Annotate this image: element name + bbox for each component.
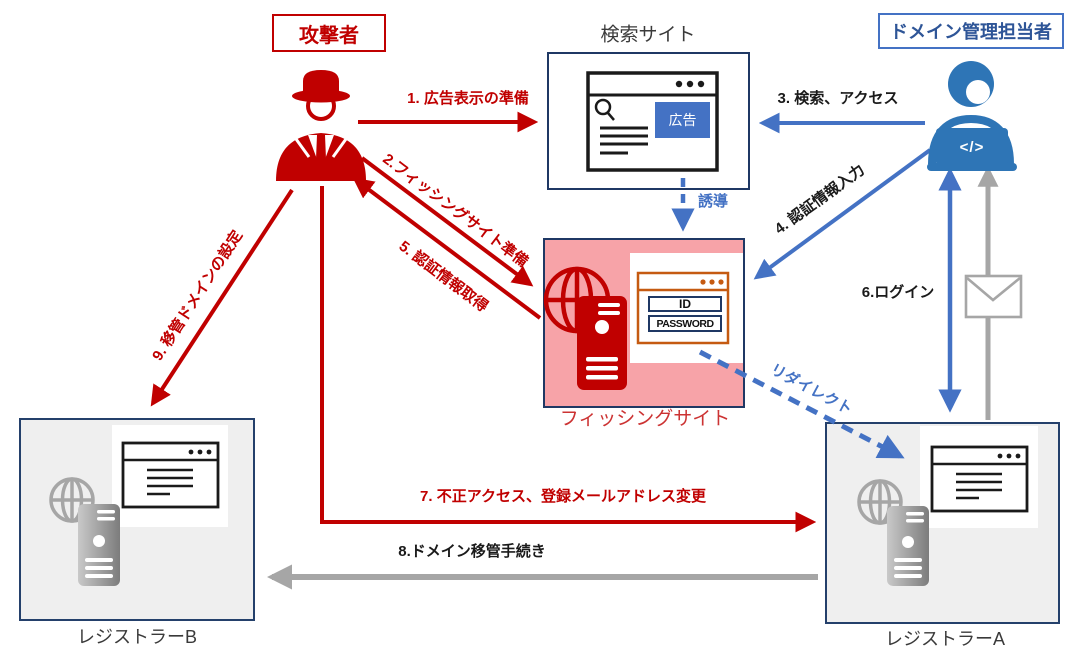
id-field-label: ID [679,297,691,311]
registrar-a-browser-window [930,445,1029,513]
arrow-step7 [320,186,817,533]
search-icon [594,98,615,121]
step8-label: 8.ドメイン移管手続き [398,543,546,560]
phishing-site-title: フィッシングサイト [559,408,731,430]
phishing-server-icon [577,296,627,390]
registrar-a-globe-icon [857,479,903,525]
domain-admin-label: ドメイン管理担当者 [890,22,1052,42]
password-field-label: PASSWORD [656,317,714,330]
ad-label: 広告 [668,112,697,128]
ad-box: 広告 [655,102,710,138]
arrow-step2 [360,156,534,287]
code-glyph: </> [959,138,985,156]
mail-icon [964,274,1023,319]
registrar-a-title: レジストラーA [884,629,1006,650]
step6-label: 6.ログイン [861,284,935,301]
step7-label: 7. 不正アクセス、登録メールアドレス変更 [420,488,706,505]
arrow-step9 [150,188,294,407]
password-field: PASSWORD [648,315,722,332]
registrar-a-server-icon [887,506,929,586]
registrar-b-title: レジストラーB [76,627,198,648]
ellipsis-icon [700,279,724,285]
page-lines [147,468,193,496]
step1-label: 1. 広告表示の準備 [407,90,529,107]
arrow-redirect [698,349,905,459]
step3-label: 3. 検索、アクセス [777,90,899,107]
arrow-step4 [753,148,932,280]
ellipsis-icon [675,80,705,88]
ellipsis-icon [997,453,1021,459]
registrar-b-browser-window [121,441,220,509]
code-icon: </> [936,128,1008,166]
registrar-b-server-icon [78,504,120,586]
domain-admin-icon [927,61,1017,171]
lure-label: 誘導 [697,193,729,210]
registrar-b-globe-icon [49,477,95,523]
ellipsis-icon [188,449,212,455]
domain-admin-label-box: ドメイン管理担当者 [878,13,1064,49]
attacker-label-box: 攻撃者 [272,14,386,52]
search-result-lines [600,126,648,155]
page-lines [956,472,1002,500]
attacker-spy-icon [276,70,366,181]
arrow-step5 [352,177,542,320]
attacker-label: 攻撃者 [299,24,359,47]
search-site-title: 検索サイト [600,24,696,46]
id-field: ID [648,296,722,312]
